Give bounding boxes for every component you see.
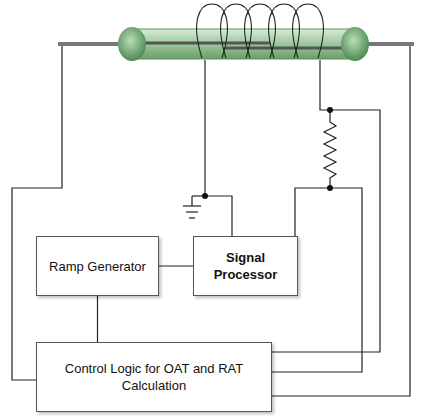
resistor-symbol: [324, 110, 336, 188]
box-label: Ramp Generator: [49, 258, 146, 275]
process-box: Control Logic for OAT and RAT Calculatio…: [36, 342, 272, 412]
process-box: Signal Processor: [193, 236, 298, 296]
process-box: Ramp Generator: [36, 236, 159, 296]
coil-turn: [221, 4, 252, 58]
reed-switch: [58, 4, 414, 61]
coil-turn: [245, 4, 276, 58]
coil-turn: [197, 4, 228, 58]
junction-dots: [202, 107, 333, 199]
connector: [159, 266, 193, 267]
coil-turn: [269, 4, 300, 58]
box-label: Signal Processor: [202, 249, 289, 283]
coil-windings: [197, 4, 324, 58]
coil-turn: [293, 4, 324, 58]
connector: [97, 296, 98, 342]
box-label: Control Logic for OAT and RAT Calculatio…: [45, 360, 263, 394]
ground-symbol: [183, 196, 205, 218]
